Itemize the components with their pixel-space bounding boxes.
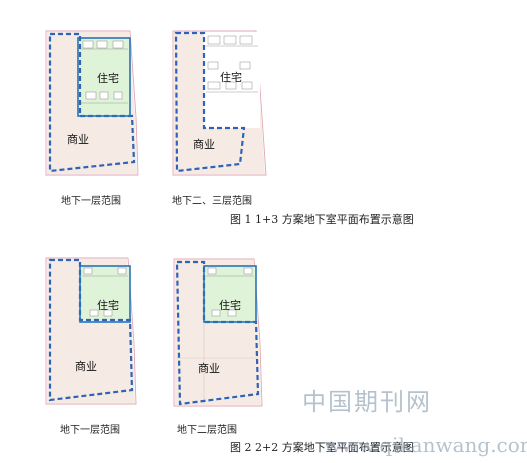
plan-fig2-b1 [45,257,137,405]
sub-caption-b2: 地下二层范围 [177,425,237,436]
site-lot-outline [172,30,267,176]
zone-label-residential: 住宅 [219,299,241,312]
site-lot-outline [45,30,139,176]
residential-zone-border [203,265,257,323]
residential-unit-details [82,267,128,317]
residential-unit-details [206,267,254,317]
zone-label-commercial: 商业 [198,362,220,375]
plan-fig1-b2-b3 [172,30,267,176]
site-lot-outline [45,257,137,405]
zone-label-residential: 住宅 [97,299,119,312]
site-lot-outline [173,258,263,407]
figure-1-caption: 图 1 1+3 方案地下室平面布置示意图 [230,213,414,226]
plan-fig1-b1 [45,30,139,176]
b1-boundary-dashed-line [48,32,136,173]
residential-zone-border [77,37,131,117]
zone-label-residential: 住宅 [97,72,119,85]
zone-label-commercial: 商业 [75,360,97,373]
residential-unit-details [80,40,128,104]
residential-void-area [204,32,260,128]
zone-label-commercial: 商业 [193,138,215,151]
figure-2-caption: 图 2 2+2 方案地下室平面布置示意图 [230,441,414,454]
sub-caption-b2-b3: 地下二、三层范围 [172,196,252,207]
sub-caption-b1: 地下一层范围 [60,425,120,436]
watermark-chinese: 中国期刊网 [302,388,432,416]
sub-caption-b1: 地下一层范围 [61,196,121,207]
residential-unit-details [206,35,258,93]
b2-b3-boundary-dashed-line [174,31,246,173]
watermark-url: www.qikanwang.com [324,433,527,457]
plan-fig2-b2 [173,258,263,407]
residential-zone-border [79,265,131,323]
zone-label-residential: 住宅 [220,71,242,84]
zone-label-commercial: 商业 [67,133,89,146]
